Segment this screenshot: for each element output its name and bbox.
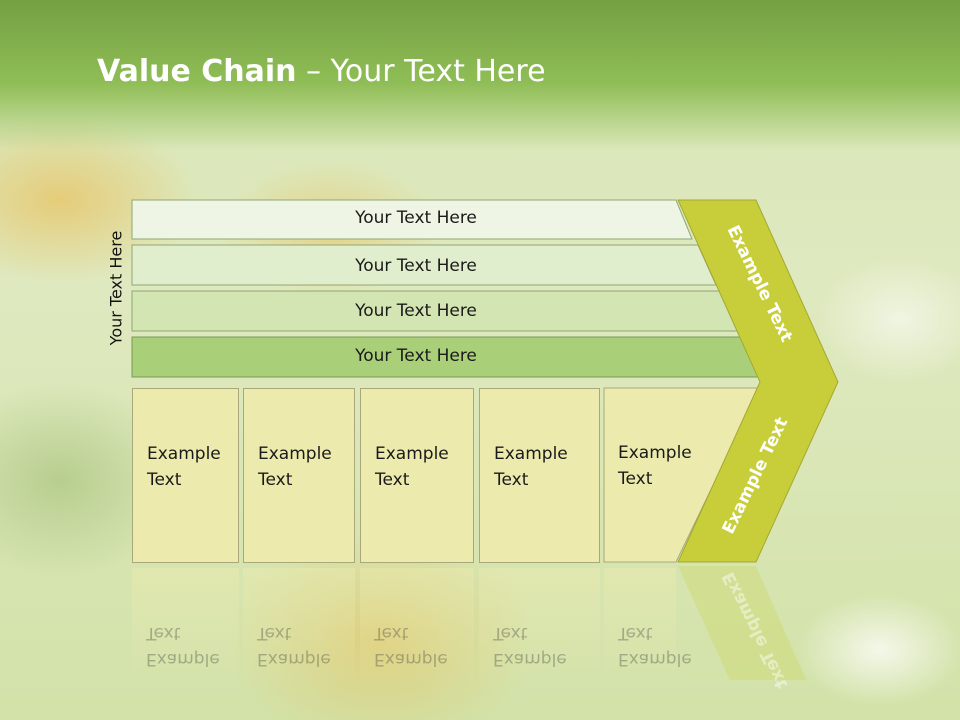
box-3-reflection-line1: Example — [374, 649, 448, 669]
box-1-line2: Text — [147, 470, 182, 490]
box-1-reflection-line2: Text — [146, 623, 181, 643]
box-2-line1: Example — [258, 444, 332, 464]
box-1-reflection-line1: Example — [146, 649, 220, 669]
box-5-shape — [603, 387, 761, 563]
box-3-reflection: Text Example — [360, 568, 474, 688]
box-5-reflection: Text Example — [604, 568, 692, 688]
row-label-4: Your Text Here — [355, 346, 477, 366]
activity-box-5: Example Text — [604, 388, 714, 563]
slide-title: Value Chain – Your Text Here — [97, 54, 546, 89]
box-4-reflection-line2: Text — [493, 623, 528, 643]
activity-box-2: Example Text — [243, 388, 355, 563]
box-5-line2: Text — [618, 469, 653, 489]
title-bold: Value Chain — [97, 54, 297, 89]
box-2-line2: Text — [258, 470, 293, 490]
box-4-reflection-line1: Example — [493, 649, 567, 669]
box-5-reflection-line1: Example — [618, 649, 692, 669]
box-5-reflection-line2: Text — [618, 623, 653, 643]
box-2-reflection-line2: Text — [257, 623, 292, 643]
row-label-3: Your Text Here — [355, 301, 477, 321]
box-4-line1: Example — [494, 444, 568, 464]
box-1-line1: Example — [147, 444, 221, 464]
activity-box-1: Example Text — [132, 388, 239, 563]
box-1-reflection: Text Example — [132, 568, 239, 688]
box-4-line2: Text — [494, 470, 529, 490]
title-bar — [0, 0, 960, 150]
box-5-line1: Example — [618, 443, 692, 463]
row-label-1: Your Text Here — [355, 208, 477, 228]
row-label-2: Your Text Here — [355, 256, 477, 276]
box-3-reflection-line2: Text — [374, 623, 409, 643]
box-4-reflection: Text Example — [479, 568, 600, 688]
box-3-line2: Text — [375, 470, 410, 490]
chevron-reflection — [678, 566, 806, 680]
activity-box-3: Example Text — [360, 388, 474, 563]
box-2-reflection: Text Example — [243, 568, 355, 688]
chevron-arrow — [677, 199, 839, 563]
box-2-reflection-line1: Example — [257, 649, 331, 669]
row-bar-1 — [131, 199, 693, 240]
activity-box-4: Example Text — [479, 388, 600, 563]
box-3-line1: Example — [375, 444, 449, 464]
title-rest: – Your Text Here — [296, 54, 546, 89]
